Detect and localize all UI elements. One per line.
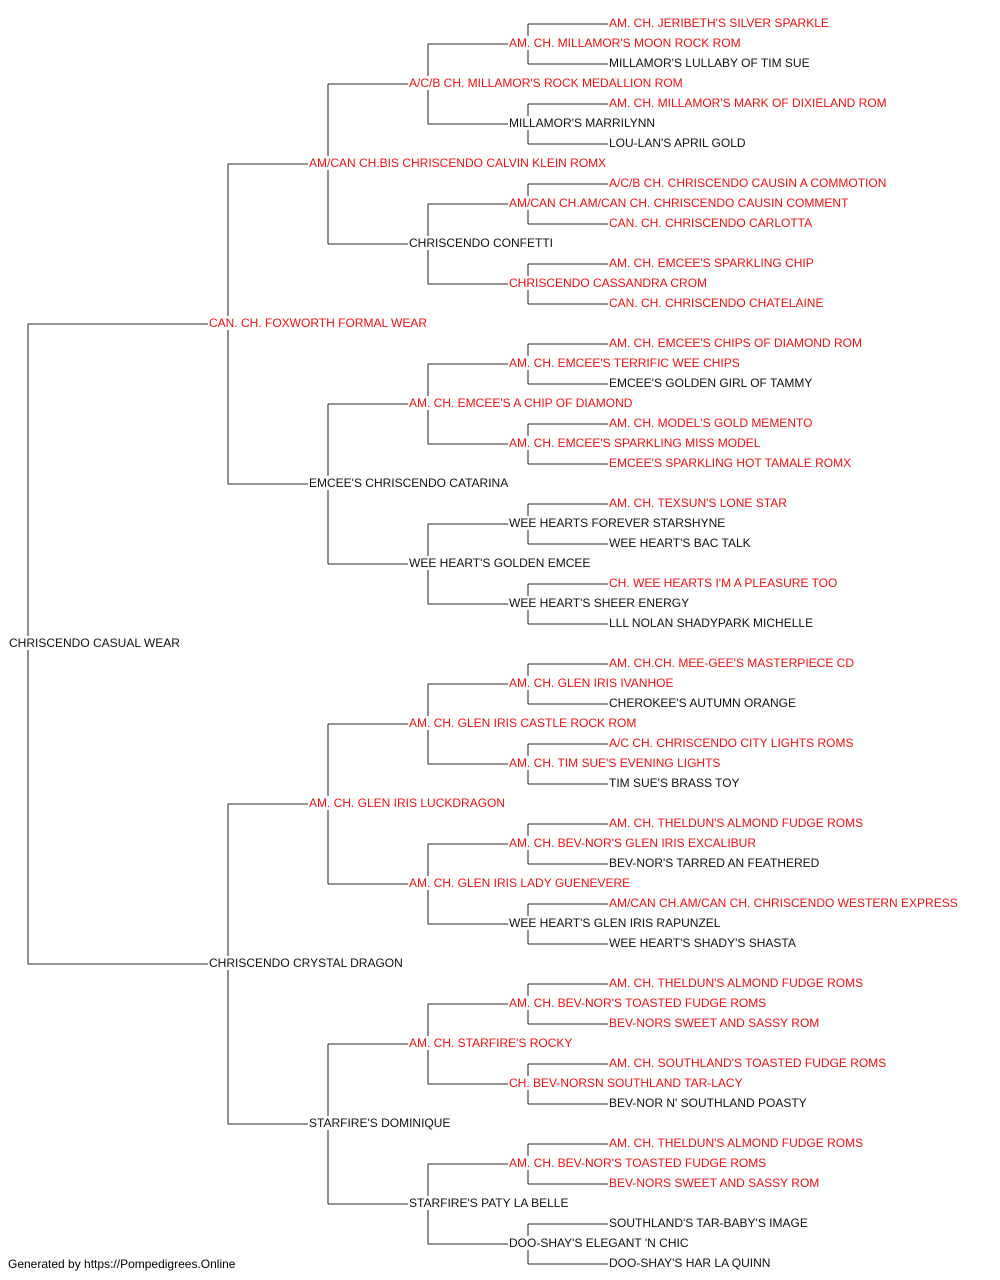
ancestor-name-gen-5: SOUTHLAND'S TAR-BABY'S IMAGE bbox=[608, 1216, 809, 1230]
generated-by-footer: Generated by https://Pompedigrees.Online bbox=[8, 1257, 236, 1271]
ancestor-name-gen-5: AM. CH. MILLAMOR'S MARK OF DIXIELAND ROM bbox=[608, 96, 888, 110]
ancestor-name-gen-5: AM. CH. EMCEE'S SPARKLING CHIP bbox=[608, 256, 815, 270]
ancestor-name-gen-3: AM. CH. EMCEE'S A CHIP OF DIAMOND bbox=[408, 396, 634, 410]
ancestor-name-gen-5: TIM SUE'S BRASS TOY bbox=[608, 776, 741, 790]
ancestor-name-gen-1: CAN. CH. FOXWORTH FORMAL WEAR bbox=[208, 316, 429, 330]
ancestor-name-gen-2: EMCEE'S CHRISCENDO CATARINA bbox=[308, 476, 510, 490]
ancestor-name-gen-2: AM. CH. GLEN IRIS LUCKDRAGON bbox=[308, 796, 507, 810]
ancestor-name-gen-5: LLL NOLAN SHADYPARK MICHELLE bbox=[608, 616, 815, 630]
ancestor-name-gen-4: WEE HEART'S SHEER ENERGY bbox=[508, 596, 691, 610]
ancestor-name-gen-5: DOO-SHAY'S HAR LA QUINN bbox=[608, 1256, 772, 1270]
ancestor-name-gen-5: BEV-NORS SWEET AND SASSY ROM bbox=[608, 1016, 821, 1030]
ancestor-name-gen-5: AM. CH. TEXSUN'S LONE STAR bbox=[608, 496, 788, 510]
ancestor-name-gen-4: AM. CH. TIM SUE'S EVENING LIGHTS bbox=[508, 756, 722, 770]
ancestor-name-gen-5: EMCEE'S SPARKLING HOT TAMALE ROMX bbox=[608, 456, 853, 470]
ancestor-name-gen-4: AM. CH. BEV-NOR'S TOASTED FUDGE ROMS bbox=[508, 996, 768, 1010]
ancestor-name-gen-5: WEE HEART'S BAC TALK bbox=[608, 536, 752, 550]
ancestor-name-gen-4: AM. CH. EMCEE'S SPARKLING MISS MODEL bbox=[508, 436, 762, 450]
ancestor-name-gen-3: AM. CH. GLEN IRIS CASTLE ROCK ROM bbox=[408, 716, 638, 730]
ancestor-name-gen-4: DOO-SHAY'S ELEGANT 'N CHIC bbox=[508, 1236, 690, 1250]
ancestor-name-gen-5: AM. CH. THELDUN'S ALMOND FUDGE ROMS bbox=[608, 1136, 865, 1150]
ancestor-name-gen-5: CHEROKEE'S AUTUMN ORANGE bbox=[608, 696, 797, 710]
ancestor-name-gen-5: EMCEE'S GOLDEN GIRL OF TAMMY bbox=[608, 376, 814, 390]
ancestor-name-gen-5: CAN. CH. CHRISCENDO CARLOTTA bbox=[608, 216, 814, 230]
ancestor-name-gen-0: CHRISCENDO CASUAL WEAR bbox=[8, 636, 181, 650]
ancestor-name-gen-5: BEV-NOR'S TARRED AN FEATHERED bbox=[608, 856, 821, 870]
ancestor-name-gen-1: CHRISCENDO CRYSTAL DRAGON bbox=[208, 956, 404, 970]
ancestor-name-gen-3: A/C/B CH. MILLAMOR'S ROCK MEDALLION ROM bbox=[408, 76, 684, 90]
ancestor-name-gen-4: MILLAMOR'S MARRILYNN bbox=[508, 116, 657, 130]
ancestor-name-gen-5: A/C/B CH. CHRISCENDO CAUSIN A COMMOTION bbox=[608, 176, 888, 190]
ancestor-name-gen-5: AM/CAN CH.AM/CAN CH. CHRISCENDO WESTERN … bbox=[608, 896, 959, 910]
ancestor-name-gen-5: AM. CH. MODEL'S GOLD MEMENTO bbox=[608, 416, 814, 430]
ancestor-name-gen-5: LOU-LAN'S APRIL GOLD bbox=[608, 136, 747, 150]
ancestor-name-gen-5: AM. CH. JERIBETH'S SILVER SPARKLE bbox=[608, 16, 830, 30]
ancestor-name-gen-5: MILLAMOR'S LULLABY OF TIM SUE bbox=[608, 56, 811, 70]
ancestor-name-gen-4: AM/CAN CH.AM/CAN CH. CHRISCENDO CAUSIN C… bbox=[508, 196, 850, 210]
ancestor-name-gen-3: WEE HEART'S GOLDEN EMCEE bbox=[408, 556, 592, 570]
ancestor-name-gen-4: AM. CH. MILLAMOR'S MOON ROCK ROM bbox=[508, 36, 742, 50]
ancestor-name-gen-5: BEV-NOR N' SOUTHLAND POASTY bbox=[608, 1096, 808, 1110]
ancestor-name-gen-4: AM. CH. BEV-NOR'S GLEN IRIS EXCALIBUR bbox=[508, 836, 758, 850]
ancestor-name-gen-4: AM. CH. GLEN IRIS IVANHOE bbox=[508, 676, 675, 690]
ancestor-name-gen-4: WEE HEART'S GLEN IRIS RAPUNZEL bbox=[508, 916, 722, 930]
ancestor-name-gen-5: CH. WEE HEARTS I'M A PLEASURE TOO bbox=[608, 576, 839, 590]
ancestor-name-gen-5: BEV-NORS SWEET AND SASSY ROM bbox=[608, 1176, 821, 1190]
ancestor-name-gen-4: WEE HEARTS FOREVER STARSHYNE bbox=[508, 516, 727, 530]
ancestor-name-gen-3: AM. CH. STARFIRE'S ROCKY bbox=[408, 1036, 574, 1050]
ancestor-name-gen-3: CHRISCENDO CONFETTI bbox=[408, 236, 554, 250]
ancestor-name-gen-3: AM. CH. GLEN IRIS LADY GUENEVERE bbox=[408, 876, 632, 890]
ancestor-name-gen-4: AM. CH. BEV-NOR'S TOASTED FUDGE ROMS bbox=[508, 1156, 768, 1170]
ancestor-name-gen-4: AM. CH. EMCEE'S TERRIFIC WEE CHIPS bbox=[508, 356, 741, 370]
ancestor-name-gen-5: AM. CH. THELDUN'S ALMOND FUDGE ROMS bbox=[608, 816, 865, 830]
ancestor-name-gen-5: WEE HEART'S SHADY'S SHASTA bbox=[608, 936, 797, 950]
ancestor-name-gen-5: AM. CH. EMCEE'S CHIPS OF DIAMOND ROM bbox=[608, 336, 863, 350]
ancestor-name-gen-5: A/C CH. CHRISCENDO CITY LIGHTS ROMS bbox=[608, 736, 855, 750]
ancestor-name-gen-3: STARFIRE'S PATY LA BELLE bbox=[408, 1196, 570, 1210]
ancestor-name-gen-5: AM. CH.CH. MEE-GEE'S MASTERPIECE CD bbox=[608, 656, 855, 670]
ancestor-name-gen-2: STARFIRE'S DOMINIQUE bbox=[308, 1116, 452, 1130]
ancestor-name-gen-5: AM. CH. SOUTHLAND'S TOASTED FUDGE ROMS bbox=[608, 1056, 888, 1070]
ancestor-name-gen-5: CAN. CH. CHRISCENDO CHATELAINE bbox=[608, 296, 825, 310]
ancestor-name-gen-5: AM. CH. THELDUN'S ALMOND FUDGE ROMS bbox=[608, 976, 865, 990]
ancestor-name-gen-2: AM/CAN CH.BIS CHRISCENDO CALVIN KLEIN RO… bbox=[308, 156, 608, 170]
ancestor-name-gen-4: CH. BEV-NORSN SOUTHLAND TAR-LACY bbox=[508, 1076, 744, 1090]
ancestor-name-gen-4: CHRISCENDO CASSANDRA CROM bbox=[508, 276, 709, 290]
